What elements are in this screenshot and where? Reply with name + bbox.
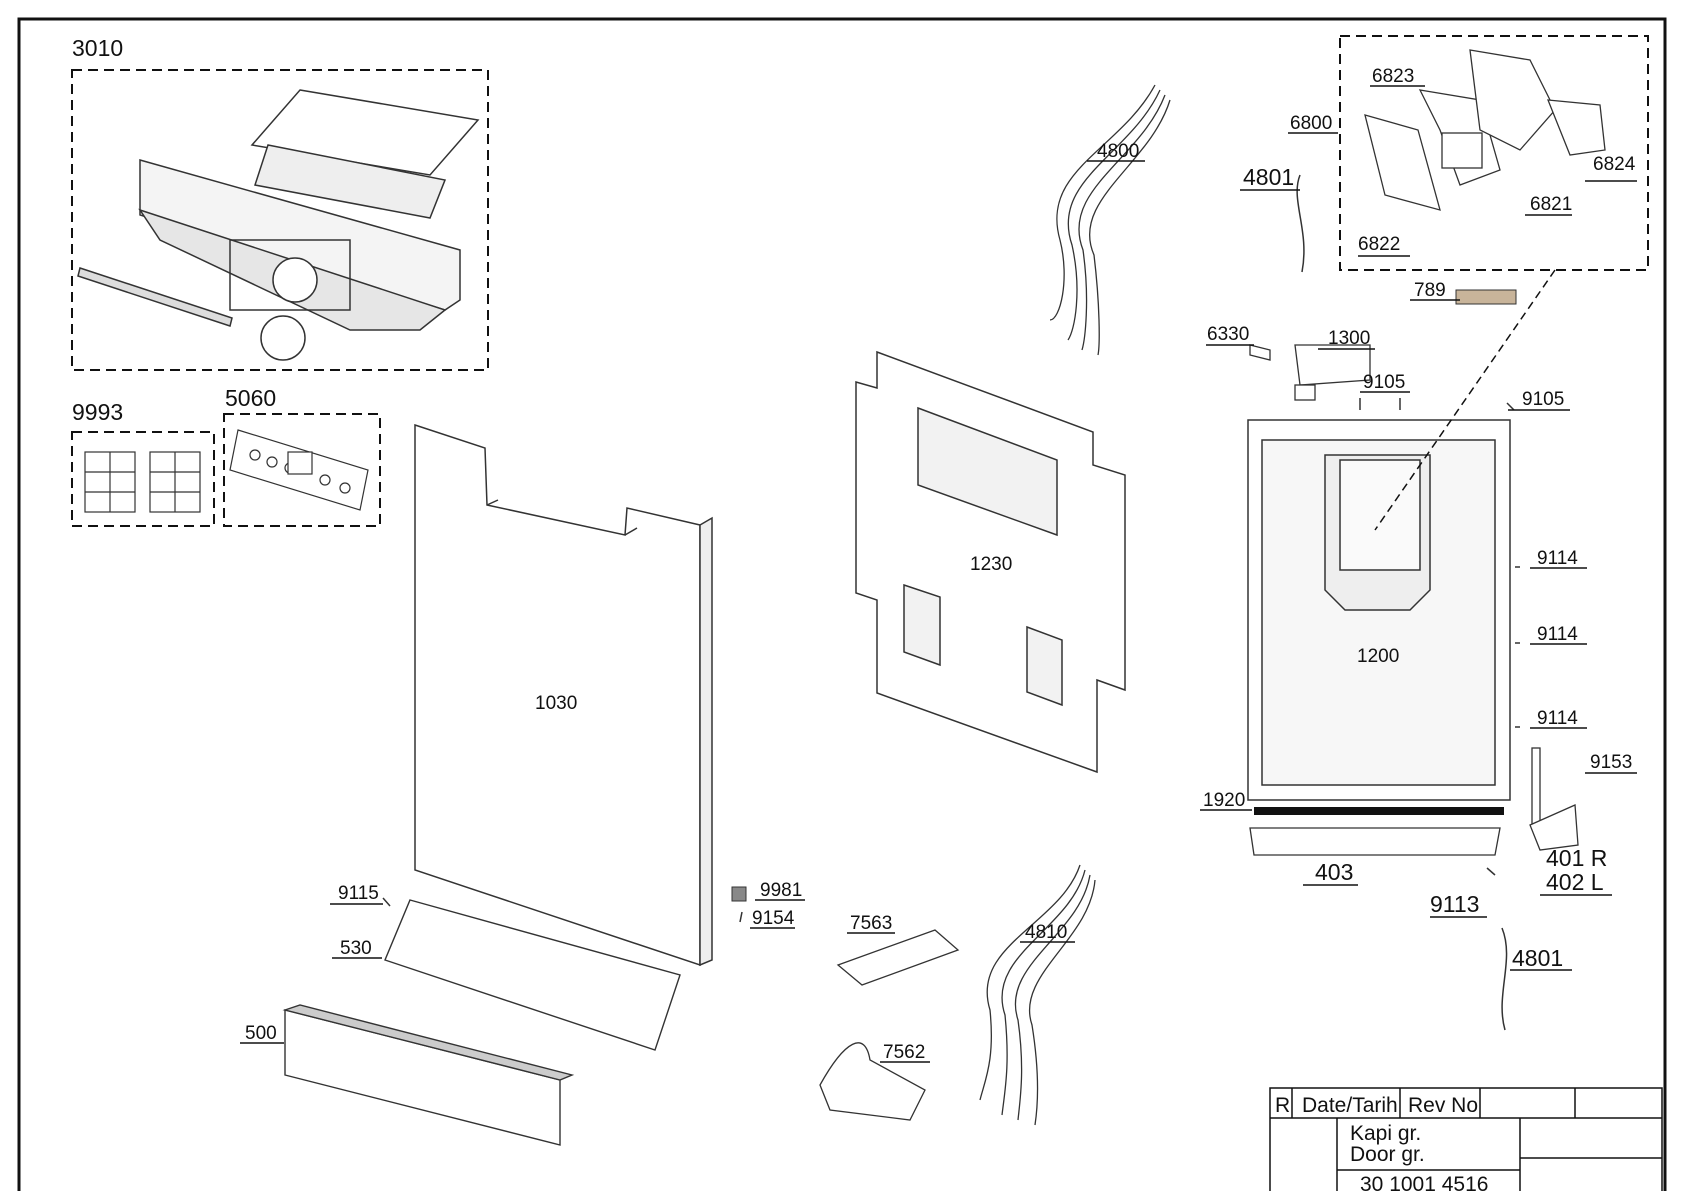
label-9105-a: 9105 [1363,372,1405,393]
label-6800: 6800 [1290,113,1332,134]
label-4810: 4810 [1025,922,1067,943]
label-5060: 5060 [225,385,276,411]
inner-door-part [1247,419,1511,801]
label-7562: 7562 [883,1042,925,1063]
label-3010: 3010 [72,35,123,61]
rail-403-part [1249,827,1501,856]
label-9105-b: 9105 [1522,389,1564,410]
wire-4801-upper [1296,174,1305,273]
title-block-doc-no: 30 1001 4516 [1360,1173,1488,1191]
label-1300: 1300 [1328,328,1370,349]
label-6330: 6330 [1207,324,1249,345]
door-hinge-401-402-part [1529,747,1579,851]
group-5060-box [223,413,381,527]
drawing-frame [17,17,1667,1191]
door-panel-part [414,423,713,967]
label-1920: 1920 [1203,790,1245,811]
seal-1920-part [1254,807,1504,815]
title-block-r: R [1275,1094,1290,1117]
group-3010-box [71,69,489,371]
label-530: 530 [340,938,372,959]
label-6821: 6821 [1530,194,1572,215]
group-6800-box [1339,35,1649,271]
harness-4800-part [1049,84,1171,356]
plinth-cover-530-part [384,899,681,1051]
hinge-1300-part [1249,344,1371,401]
wire-4801-lower [1501,927,1508,1031]
label-7563: 7563 [850,913,892,934]
label-4801-lower: 4801 [1512,945,1563,971]
insulation-panel-part [855,350,1126,774]
screw-icons [382,398,1520,923]
dispenser-part [1364,49,1606,211]
label-9115: 9115 [338,883,379,904]
control-panel-part [77,89,480,361]
label-9114-c: 9114 [1537,708,1578,729]
title-block-name-tr: Kapi gr. [1350,1122,1421,1145]
assembly-leader [1374,269,1556,531]
label-6822: 6822 [1358,234,1400,255]
screw-9981-icon [731,886,747,902]
label-403: 403 [1315,859,1353,885]
electronic-card-part [229,429,369,511]
gasket-789-part [1455,289,1517,305]
group-9993-box [71,431,215,527]
harness-4810-part [979,864,1096,1126]
bracket-7563-part [836,929,960,986]
title-block [1269,1087,1663,1191]
label-1230: 1230 [970,554,1012,575]
label-9154: 9154 [752,908,795,929]
label-401: 401 R [1546,845,1607,871]
label-1030: 1030 [535,693,577,714]
label-4800: 4800 [1097,141,1139,162]
label-leaders [240,85,1637,1063]
bracket-7562-part [819,1042,926,1121]
title-block-rev: Rev No [1408,1094,1478,1117]
label-402: 402 L [1546,869,1604,895]
label-9113: 9113 [1430,891,1479,917]
title-block-name-en: Door gr. [1350,1143,1425,1166]
plinth-500-part [282,1004,575,1146]
label-9981: 9981 [760,880,802,901]
label-9153: 9153 [1590,752,1632,773]
label-6824: 6824 [1593,154,1636,175]
label-500: 500 [245,1023,277,1044]
label-4801-upper: 4801 [1243,164,1294,190]
title-block-date: Date/Tarih [1302,1094,1398,1117]
label-6823: 6823 [1372,66,1414,87]
label-789: 789 [1414,280,1446,301]
label-9114-a: 9114 [1537,548,1578,569]
label-1200: 1200 [1357,646,1399,667]
label-9993: 9993 [72,399,123,425]
button-set-part [84,451,201,513]
label-9114-b: 9114 [1537,624,1578,645]
